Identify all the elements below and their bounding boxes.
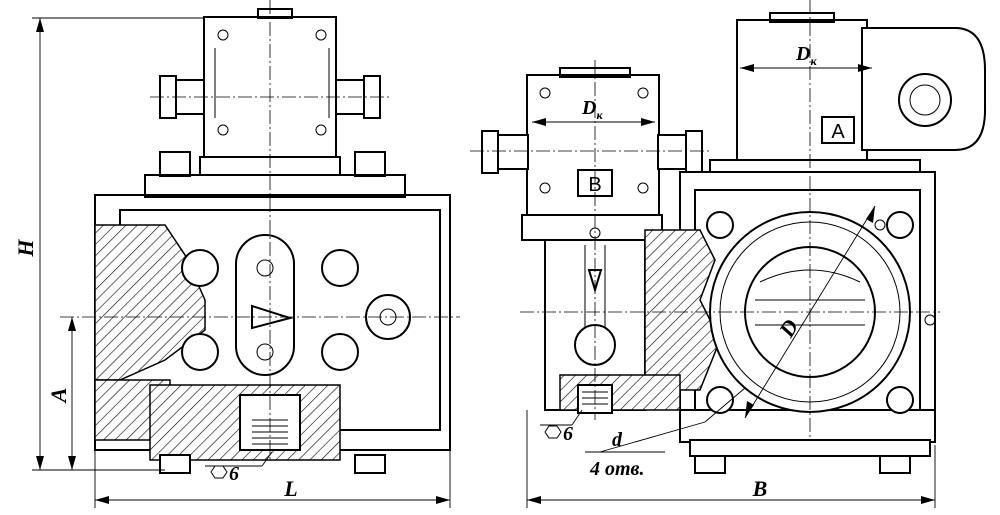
dim-d-label: d bbox=[612, 429, 623, 451]
hex-6-front: 6 bbox=[205, 451, 273, 485]
center-slot bbox=[235, 234, 295, 376]
dim-Dk-b-label: Dк bbox=[581, 97, 603, 122]
hex-6-front-label: 6 bbox=[229, 463, 239, 485]
bolt-hole bbox=[886, 386, 914, 414]
front-view bbox=[60, 0, 460, 474]
dim-Dk-a-label: Dк bbox=[795, 43, 817, 68]
holes-count-label: 4 отв. bbox=[589, 458, 645, 480]
label-a-text: A bbox=[831, 121, 845, 143]
hex-6-side-label: 6 bbox=[563, 423, 573, 445]
dim-L-label: L bbox=[283, 476, 297, 501]
dimension-lines: H A L B Dк Dк D bbox=[13, 17, 936, 508]
side-view: B A bbox=[470, 0, 986, 474]
label-box-a bbox=[821, 116, 855, 144]
bolt-hole bbox=[706, 211, 734, 239]
dim-H-label: H bbox=[13, 239, 38, 258]
box-cap bbox=[257, 8, 293, 19]
label-b-text: B bbox=[588, 174, 601, 196]
hex-6-side: 6 bbox=[540, 409, 583, 445]
dim-A-label: A bbox=[46, 388, 71, 405]
dim-B-label: B bbox=[752, 476, 768, 501]
bolt-hole bbox=[886, 211, 914, 239]
bolt-hole bbox=[706, 386, 734, 414]
